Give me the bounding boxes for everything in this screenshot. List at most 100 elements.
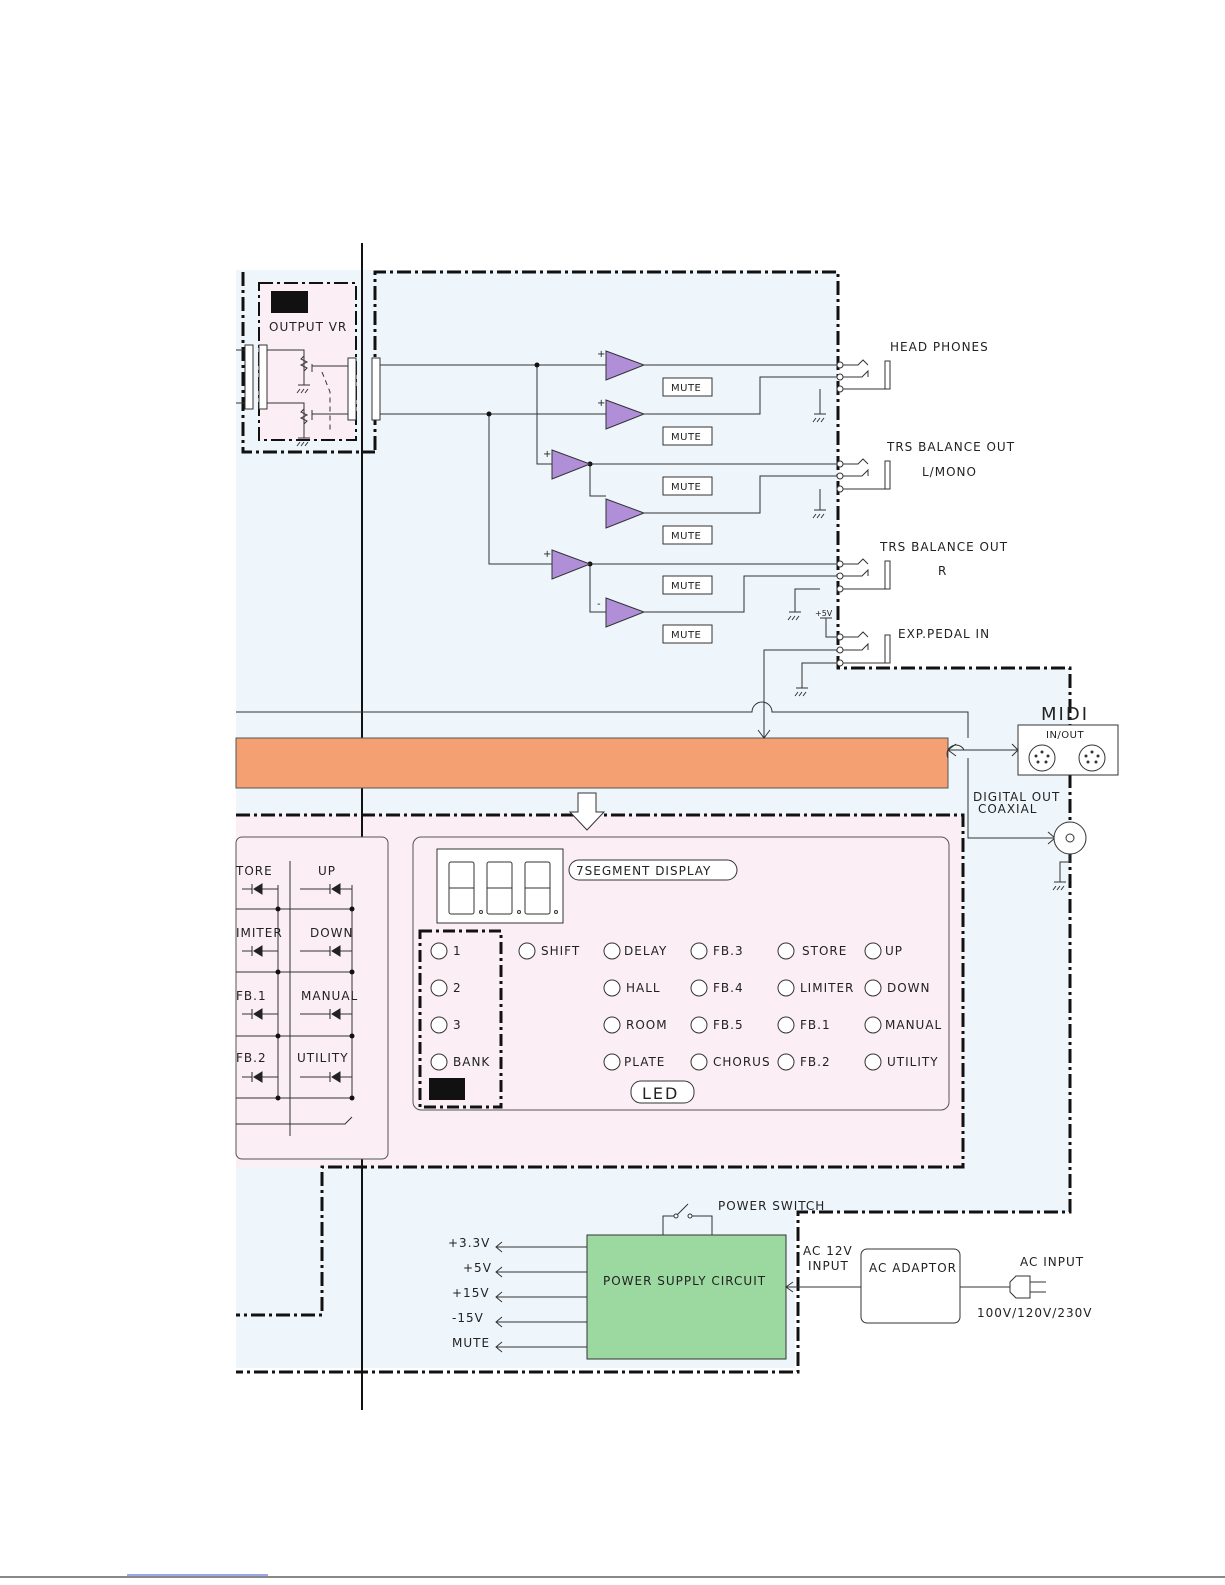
ac-adaptor-label: AC ADAPTOR <box>869 1261 957 1275</box>
led-icons <box>430 942 882 1071</box>
ac-wire <box>785 1281 1010 1293</box>
seven-segment-tag <box>568 859 738 881</box>
led-label: UP <box>885 944 903 958</box>
led-tag-label: LED <box>642 1084 679 1103</box>
led-icon <box>777 942 795 960</box>
led-label: 1 <box>453 944 462 958</box>
ground-icon <box>296 437 310 447</box>
rail-label: -15V <box>452 1311 484 1325</box>
mute-box <box>662 525 713 545</box>
led-label: STORE <box>802 944 847 958</box>
connector-right-a <box>347 357 357 421</box>
ground-icon <box>787 611 801 621</box>
diode-icon <box>329 945 341 957</box>
jack-terminal <box>836 659 844 667</box>
led-label: FB.5 <box>713 1018 744 1032</box>
jack-icon <box>843 458 891 490</box>
connector-left-b <box>258 344 268 410</box>
ac-plug-icon <box>1009 1275 1046 1299</box>
exp-pedal-label: EXP.PEDAL IN <box>898 627 990 641</box>
plus5v-wire <box>820 617 832 624</box>
jack-terminal <box>836 485 844 493</box>
switch-section <box>235 836 389 1160</box>
voltage-label: 100V/120V/230V <box>977 1306 1092 1320</box>
switch-label: TORE <box>235 864 273 878</box>
jack-icon <box>843 558 891 590</box>
diode-icon <box>251 1071 263 1083</box>
connector-left-a <box>244 344 254 410</box>
potentiometer-wiring <box>236 349 348 438</box>
jack-terminal <box>836 560 844 568</box>
switch-label: FB.1 <box>236 989 267 1003</box>
mute-label: MUTE <box>671 482 701 493</box>
led-label: LIMITER <box>800 981 854 995</box>
diode-icon <box>251 883 263 895</box>
diode-icon <box>329 1008 341 1020</box>
diode-icon <box>329 1071 341 1083</box>
seven-segment-digits <box>448 861 558 915</box>
headphones-label: HEAD PHONES <box>890 340 989 354</box>
led-icon <box>777 979 795 997</box>
midi-din-icon <box>1028 744 1056 772</box>
led-icon <box>690 942 708 960</box>
trs-left-label: TRS BALANCE OUT <box>886 440 1015 454</box>
led-tag <box>630 1080 695 1104</box>
rail-label: +3.3V <box>448 1236 490 1250</box>
led-icon <box>690 979 708 997</box>
led-label: UTILITY <box>887 1055 939 1069</box>
mute-box <box>662 476 713 496</box>
amplifier-triangle <box>605 399 646 430</box>
power-switch-contact <box>673 1213 679 1219</box>
mute-box <box>662 624 713 644</box>
seven-segment-label: 7SEGMENT DISPLAY <box>576 864 711 878</box>
ac-input-main-label: AC INPUT <box>1020 1255 1084 1269</box>
trs-right-label: TRS BALANCE OUT <box>879 540 1008 554</box>
panel-board-outline <box>236 813 965 1317</box>
jack-terminal <box>836 472 844 480</box>
mute-label: MUTE <box>671 531 701 542</box>
led-icon <box>864 942 882 960</box>
diode-icon <box>329 883 341 895</box>
led-label: FB.1 <box>800 1018 831 1032</box>
led-label: BANK <box>453 1055 490 1069</box>
led-icon <box>864 1053 882 1071</box>
mute-label: MUTE <box>671 432 701 443</box>
amp-sign: + <box>543 549 552 560</box>
ac-input-label: AC 12V <box>803 1244 853 1258</box>
jack-terminal <box>836 633 844 641</box>
led-icon <box>430 979 448 997</box>
power-switch-contact <box>687 1213 693 1219</box>
rail-label: +5V <box>463 1261 492 1275</box>
switch-grid-lines <box>236 861 353 1136</box>
pot-resistor-2 <box>299 408 309 425</box>
led-label: ROOM <box>626 1018 668 1032</box>
led-icon <box>864 1016 882 1034</box>
ac-adaptor-block <box>860 1248 961 1324</box>
switch-label: UP <box>318 864 336 878</box>
led-label: FB.2 <box>800 1055 831 1069</box>
jack-terminal <box>836 361 844 369</box>
jack-terminal <box>836 646 844 654</box>
led-icon <box>603 942 621 960</box>
led-icon <box>430 942 448 960</box>
led-icon <box>603 1053 621 1071</box>
amplifier-triangle <box>551 549 592 580</box>
switch-label: UTILITY <box>297 1051 349 1065</box>
pot-resistor-1 <box>299 355 309 372</box>
led-icon <box>603 1016 621 1034</box>
jack-terminal <box>836 460 844 468</box>
connector-right-b <box>371 357 381 421</box>
ground-icon <box>812 509 826 519</box>
rail-label: MUTE <box>452 1336 490 1350</box>
mute-label: MUTE <box>671 383 701 394</box>
power-switch-icon <box>662 1203 713 1235</box>
led-icon <box>430 1016 448 1034</box>
mute-label: MUTE <box>671 630 701 641</box>
amplifier-triangle <box>605 597 646 628</box>
led-label: SHIFT <box>541 944 580 958</box>
led-label: CHORUS <box>713 1055 771 1069</box>
trs-left-sub-label: L/MONO <box>922 465 977 479</box>
led-label: MANUAL <box>885 1018 942 1032</box>
diode-icon <box>251 1008 263 1020</box>
